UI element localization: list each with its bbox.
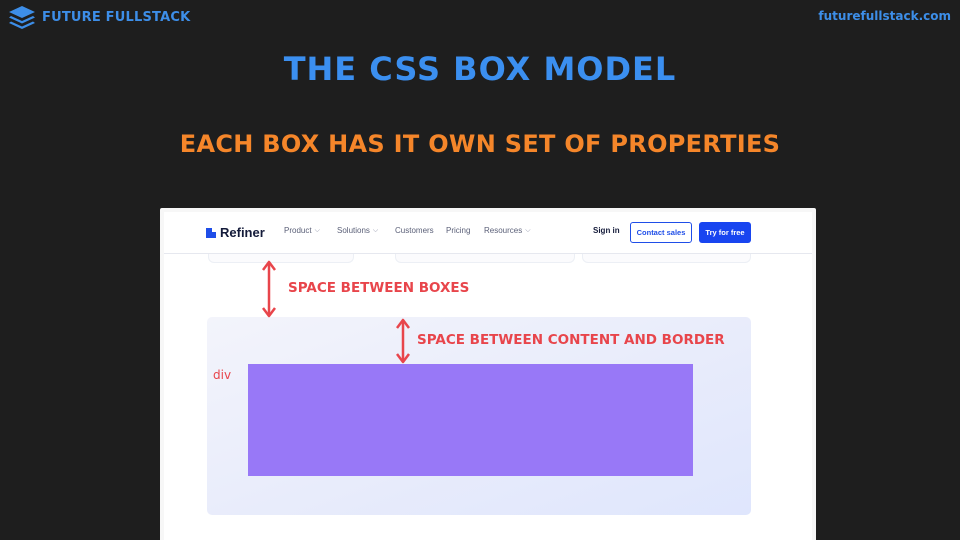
div-label: div <box>213 368 232 382</box>
nav-item-resources[interactable]: Resources⌵ <box>484 226 531 235</box>
chevron-down-icon: ⌵ <box>525 226 531 234</box>
nav-item-solutions[interactable]: Solutions⌵ <box>337 226 395 235</box>
margin-annotation: SPACE BETWEEN BOXES <box>288 280 470 296</box>
refiner-logo-text: Refiner <box>220 225 265 240</box>
slide-subtitle: EACH BOX HAS IT OWN SET OF PROPERTIES <box>179 130 781 158</box>
padding-arrow-icon <box>396 318 410 364</box>
nav-item-label: Pricing <box>446 226 471 235</box>
card-box-middle <box>395 254 575 263</box>
nav-item-label: Resources <box>484 226 523 235</box>
chevron-down-icon: ⌵ <box>314 226 320 234</box>
refiner-logo-icon <box>206 227 216 238</box>
nav-item-label: Customers <box>395 226 434 235</box>
nav-item-pricing[interactable]: Pricing <box>446 226 484 235</box>
nav-item-label: Solutions <box>337 226 370 235</box>
nav-item-customers[interactable]: Customers <box>395 226 446 235</box>
website-screenshot: Refiner Product⌵ Solutions⌵ Customers Pr… <box>164 212 812 540</box>
nav-item-product[interactable]: Product⌵ <box>284 226 337 235</box>
card-box-left <box>208 254 354 263</box>
nav-links: Product⌵ Solutions⌵ Customers Pricing Re… <box>284 226 531 235</box>
website-screenshot-frame: Refiner Product⌵ Solutions⌵ Customers Pr… <box>160 208 816 540</box>
card-box-right <box>582 254 751 263</box>
contact-sales-button[interactable]: Contact sales <box>630 222 692 243</box>
try-for-free-button[interactable]: Try for free <box>699 222 751 243</box>
padding-annotation: SPACE BETWEEN CONTENT AND BORDER <box>417 332 725 348</box>
nav-item-label: Product <box>284 226 312 235</box>
site-navbar: Refiner Product⌵ Solutions⌵ Customers Pr… <box>164 212 812 254</box>
content-box <box>248 364 693 476</box>
chevron-down-icon: ⌵ <box>372 226 379 234</box>
margin-arrow-icon <box>262 260 276 318</box>
brand-name: FUTURE FULLSTACK <box>42 9 191 25</box>
sign-in-link[interactable]: Sign in <box>593 226 620 235</box>
refiner-logo[interactable]: Refiner <box>206 225 265 240</box>
brand: FUTURE FULLSTACK <box>8 4 190 30</box>
layers-icon <box>8 5 36 29</box>
slide-title: THE CSS BOX MODEL <box>283 50 677 88</box>
site-url[interactable]: futurefullstack.com <box>818 9 951 23</box>
